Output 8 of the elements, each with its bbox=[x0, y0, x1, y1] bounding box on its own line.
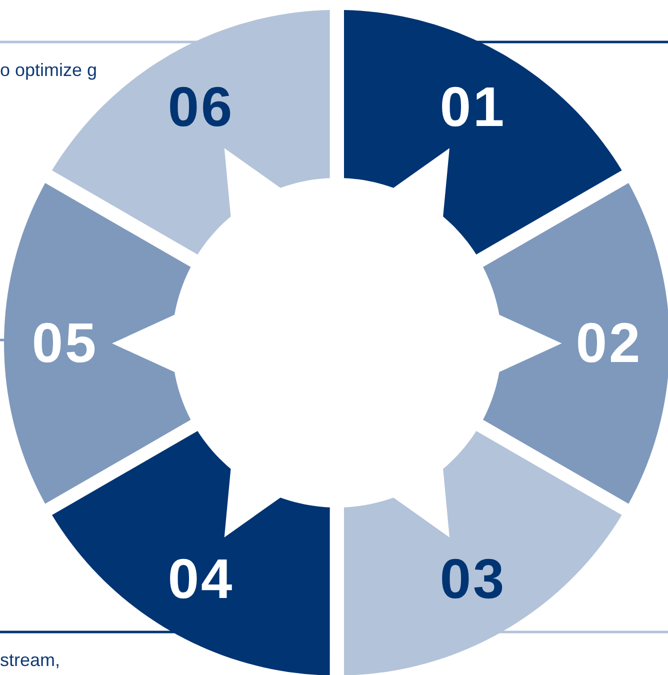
step-number: 01 bbox=[440, 79, 506, 136]
step-number: 02 bbox=[576, 314, 642, 371]
step-number: 04 bbox=[168, 550, 234, 607]
step-number: 03 bbox=[440, 550, 506, 607]
description-text: stream, bbox=[0, 650, 62, 670]
step-number: 05 bbox=[32, 314, 98, 371]
step-number: 06 bbox=[168, 79, 234, 136]
description-text: o optimize g bbox=[0, 60, 98, 80]
